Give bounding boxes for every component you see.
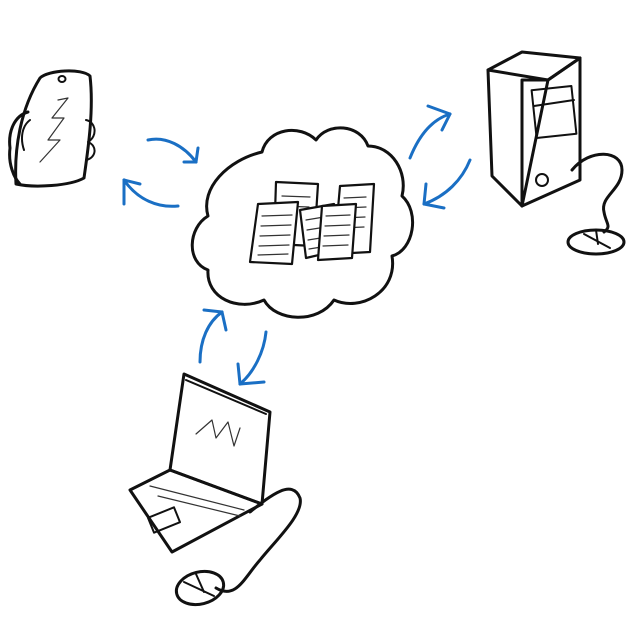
laptop-with-mouse-icon <box>128 372 302 607</box>
cloud-documents-icon <box>190 126 415 319</box>
arrow-to-cloud-icon <box>198 308 228 364</box>
document-icon <box>316 202 358 262</box>
arrow-to-cloud-icon <box>422 158 472 210</box>
smartphone-in-hand-icon <box>8 69 96 188</box>
sync-arrows-phone-cloud <box>122 137 200 208</box>
mouse-icon <box>174 569 226 607</box>
arrow-to-desktop-icon <box>408 104 452 160</box>
arrow-to-laptop-icon <box>236 330 268 386</box>
arrow-to-cloud-icon <box>146 137 200 164</box>
mouse-icon <box>566 228 626 256</box>
desktop-tower-with-mouse-icon <box>486 50 626 256</box>
sync-arrows-laptop-cloud <box>198 308 268 386</box>
document-icon <box>248 200 300 266</box>
arrow-to-phone-icon <box>122 178 180 208</box>
sync-arrows-desktop-cloud <box>408 104 472 210</box>
